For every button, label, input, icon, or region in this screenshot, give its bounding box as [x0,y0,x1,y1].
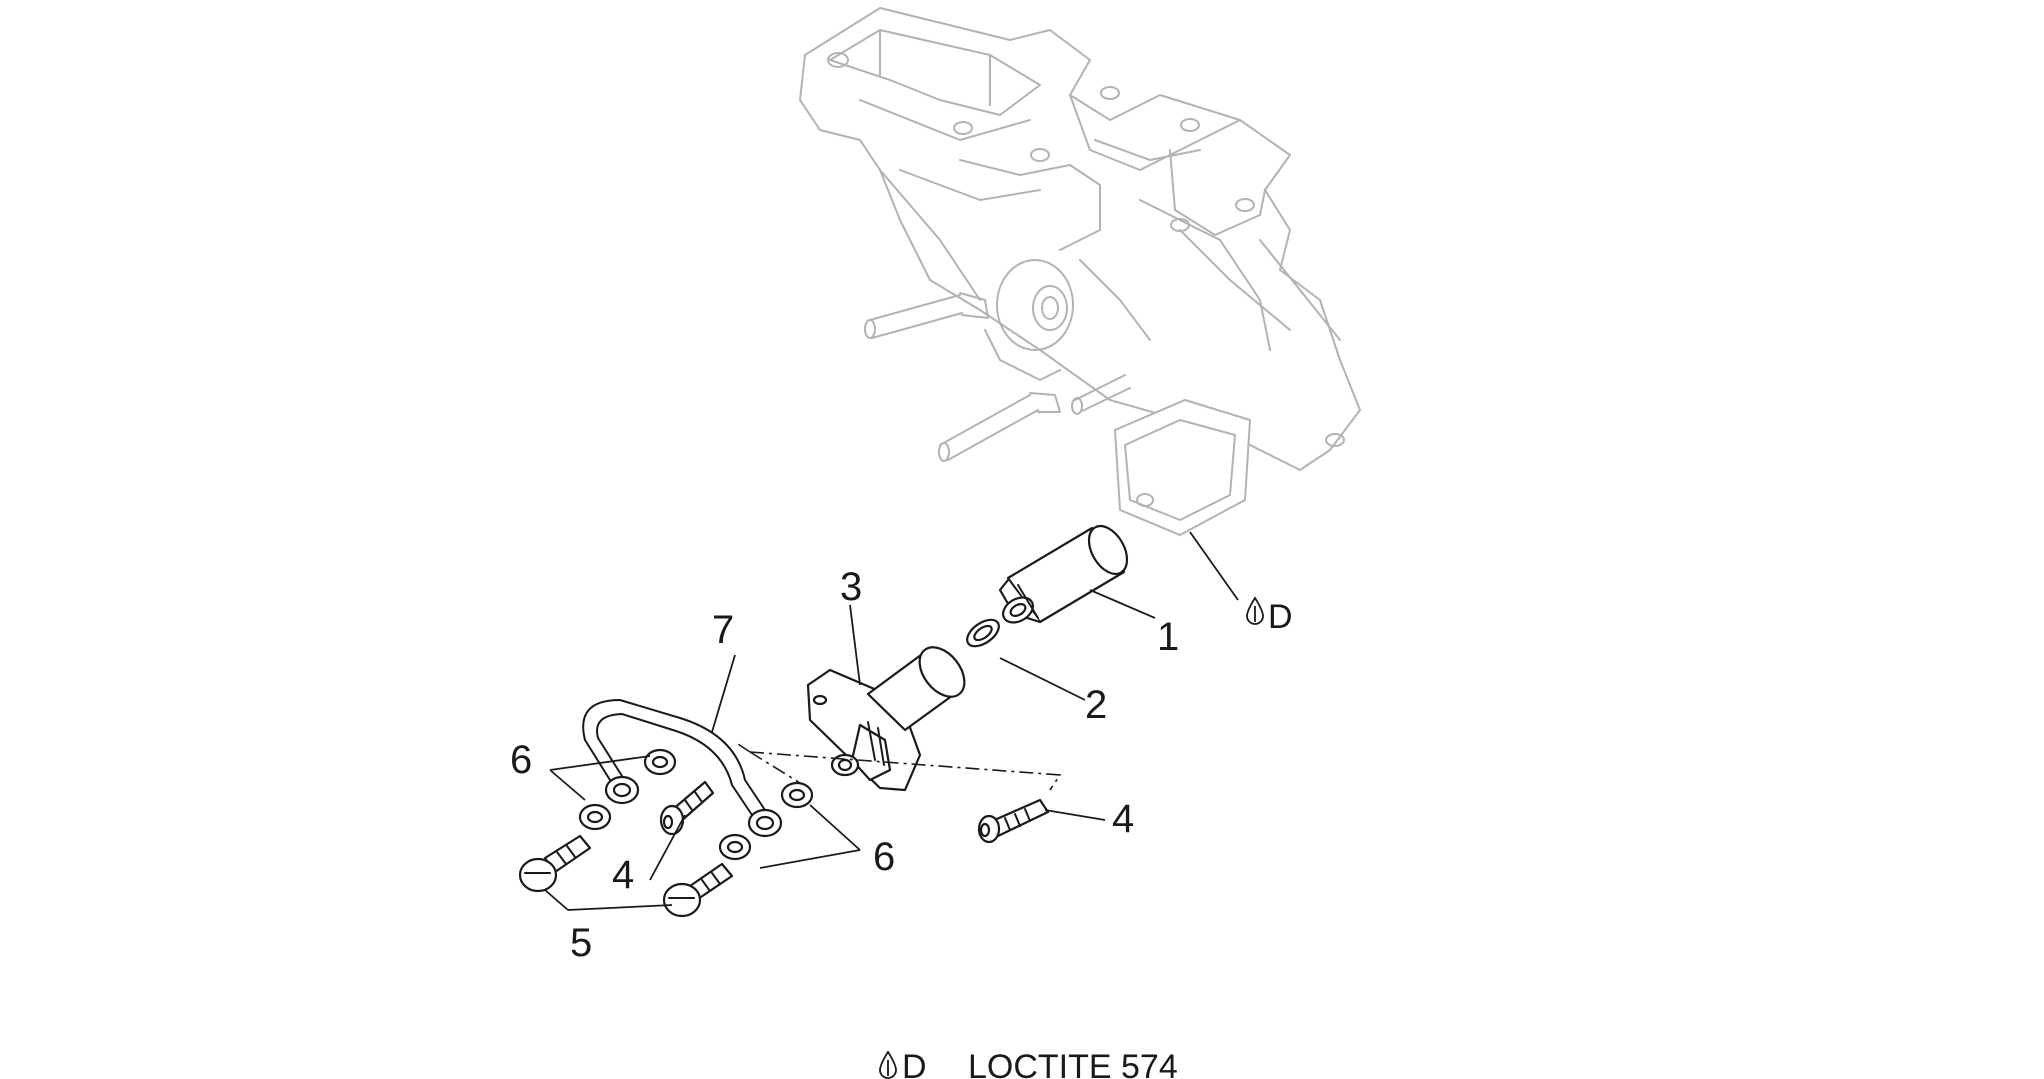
adhesive-marker-d: D [1246,596,1293,636]
callout-6-right: 6 [873,835,895,879]
adhesive-letter-d: D [1268,598,1293,636]
part-6-washers [578,748,814,861]
legend: D LOCTITE 574 [879,1048,1178,1079]
part-5-bolts [518,834,734,918]
part-1-tube [998,525,1129,624]
callout-1: 1 [1157,615,1179,659]
assembly-axes [734,741,1062,791]
callout-labels: 1 2 3 4 4 5 6 6 7 [510,565,1179,965]
adhesive-drop-icon [879,1050,897,1079]
callout-4-left: 4 [612,853,634,897]
callout-3: 3 [840,565,862,609]
part-3-flanged-housing [806,646,966,792]
callout-2: 2 [1085,683,1107,727]
part-2-o-ring [966,618,1000,648]
part-7-bent-pipe [582,698,783,838]
callout-5: 5 [570,921,592,965]
legend-symbol-letter: D [902,1048,927,1079]
part-4-screw-right [977,798,1050,844]
leader-lines [544,531,1239,911]
engine-case-outline [799,7,1361,537]
callout-6-left: 6 [510,738,532,782]
adhesive-drop-icon [1246,596,1264,625]
part-4-screw-left [659,780,715,836]
callout-4-right: 4 [1112,797,1134,841]
legend-text: LOCTITE 574 [968,1048,1178,1079]
callout-7: 7 [712,608,734,652]
